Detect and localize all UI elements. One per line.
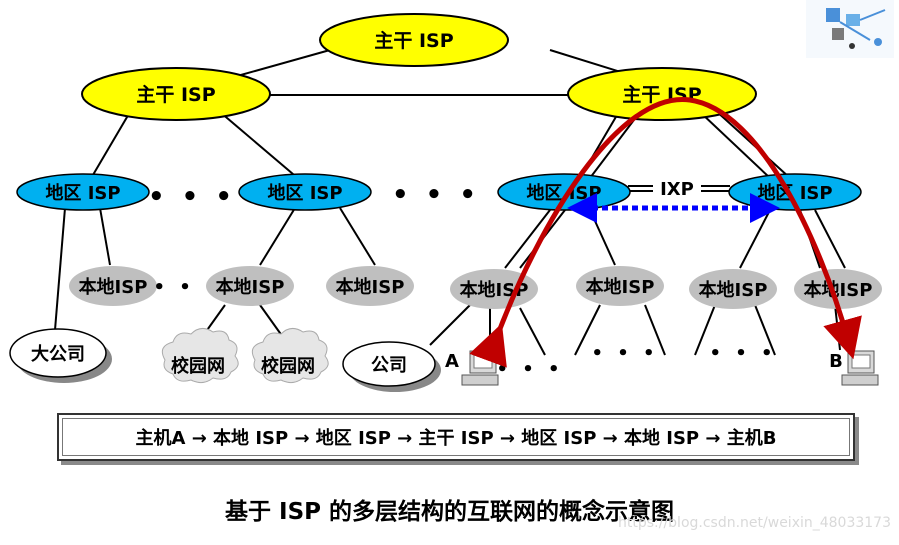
route-text: 主机A → 本地 ISP → 地区 ISP → 主干 ISP → 地区 ISP …	[135, 428, 777, 449]
campus-network-2[interactable]: 校园网	[251, 328, 329, 384]
local-isp-3-label: 本地ISP	[336, 276, 405, 298]
backbone-isp-right[interactable]: 主干 ISP	[567, 67, 757, 121]
ellipsis-6: • • •	[709, 343, 776, 364]
regional-isp-2[interactable]: 地区 ISP	[238, 173, 372, 211]
local-isp-7-label: 本地ISP	[804, 279, 873, 301]
campus-network-1-label: 校园网	[171, 355, 225, 377]
ellipsis-4: • • •	[496, 359, 563, 380]
backbone-isp-top-label: 主干 ISP	[374, 30, 453, 52]
local-isp-1-label: 本地ISP	[79, 276, 148, 298]
local-isp-6[interactable]: 本地ISP	[689, 269, 777, 309]
local-isp-2[interactable]: 本地ISP	[206, 266, 294, 306]
campus-network-1[interactable]: 校园网	[161, 328, 239, 384]
company-label: 公司	[371, 355, 407, 376]
ellipsis-2: • • •	[392, 180, 480, 210]
host-a-computer-icon[interactable]	[461, 350, 499, 386]
host-b-label: B	[829, 351, 843, 372]
regional-isp-2-label: 地区 ISP	[267, 182, 342, 204]
ixp-label: IXP	[660, 179, 694, 200]
company-node[interactable]: 公司	[342, 341, 441, 392]
local-isp-5-label: 本地ISP	[586, 276, 655, 298]
ellipsis-3: • • •	[153, 277, 220, 298]
local-isp-5[interactable]: 本地ISP	[576, 266, 664, 306]
regional-isp-1[interactable]: 地区 ISP	[16, 173, 150, 211]
local-isp-3[interactable]: 本地ISP	[326, 266, 414, 306]
route-arrow	[469, 97, 862, 368]
regional-isp-3[interactable]: 地区 ISP	[497, 173, 631, 211]
local-isp-2-label: 本地ISP	[216, 276, 285, 298]
local-isp-6-label: 本地ISP	[699, 279, 768, 301]
host-b-computer-icon[interactable]	[841, 350, 879, 386]
regional-isp-1-label: 地区 ISP	[45, 182, 120, 204]
ellipsis-5: • • •	[591, 343, 658, 364]
backbone-isp-top[interactable]: 主干 ISP	[319, 13, 509, 67]
figure-caption: 基于 ISP 的多层结构的互联网的概念示意图	[225, 499, 674, 525]
route-box: 主机A → 本地 ISP → 地区 ISP → 主干 ISP → 地区 ISP …	[57, 413, 855, 461]
ellipsis-1: • • •	[148, 182, 236, 212]
local-isp-1[interactable]: 本地ISP	[69, 266, 157, 306]
local-isp-7[interactable]: 本地ISP	[794, 269, 882, 309]
watermark: https://blog.csdn.net/weixin_48033173	[617, 515, 891, 531]
big-company-label: 大公司	[31, 343, 85, 365]
network-logo-icon	[806, 0, 894, 58]
campus-network-2-label: 校园网	[261, 355, 315, 377]
backbone-isp-left-label: 主干 ISP	[136, 84, 215, 106]
host-a-label: A	[445, 351, 459, 372]
ixp-connection	[628, 185, 730, 192]
big-company-node[interactable]: 大公司	[9, 328, 112, 383]
backbone-isp-left[interactable]: 主干 ISP	[81, 67, 271, 121]
